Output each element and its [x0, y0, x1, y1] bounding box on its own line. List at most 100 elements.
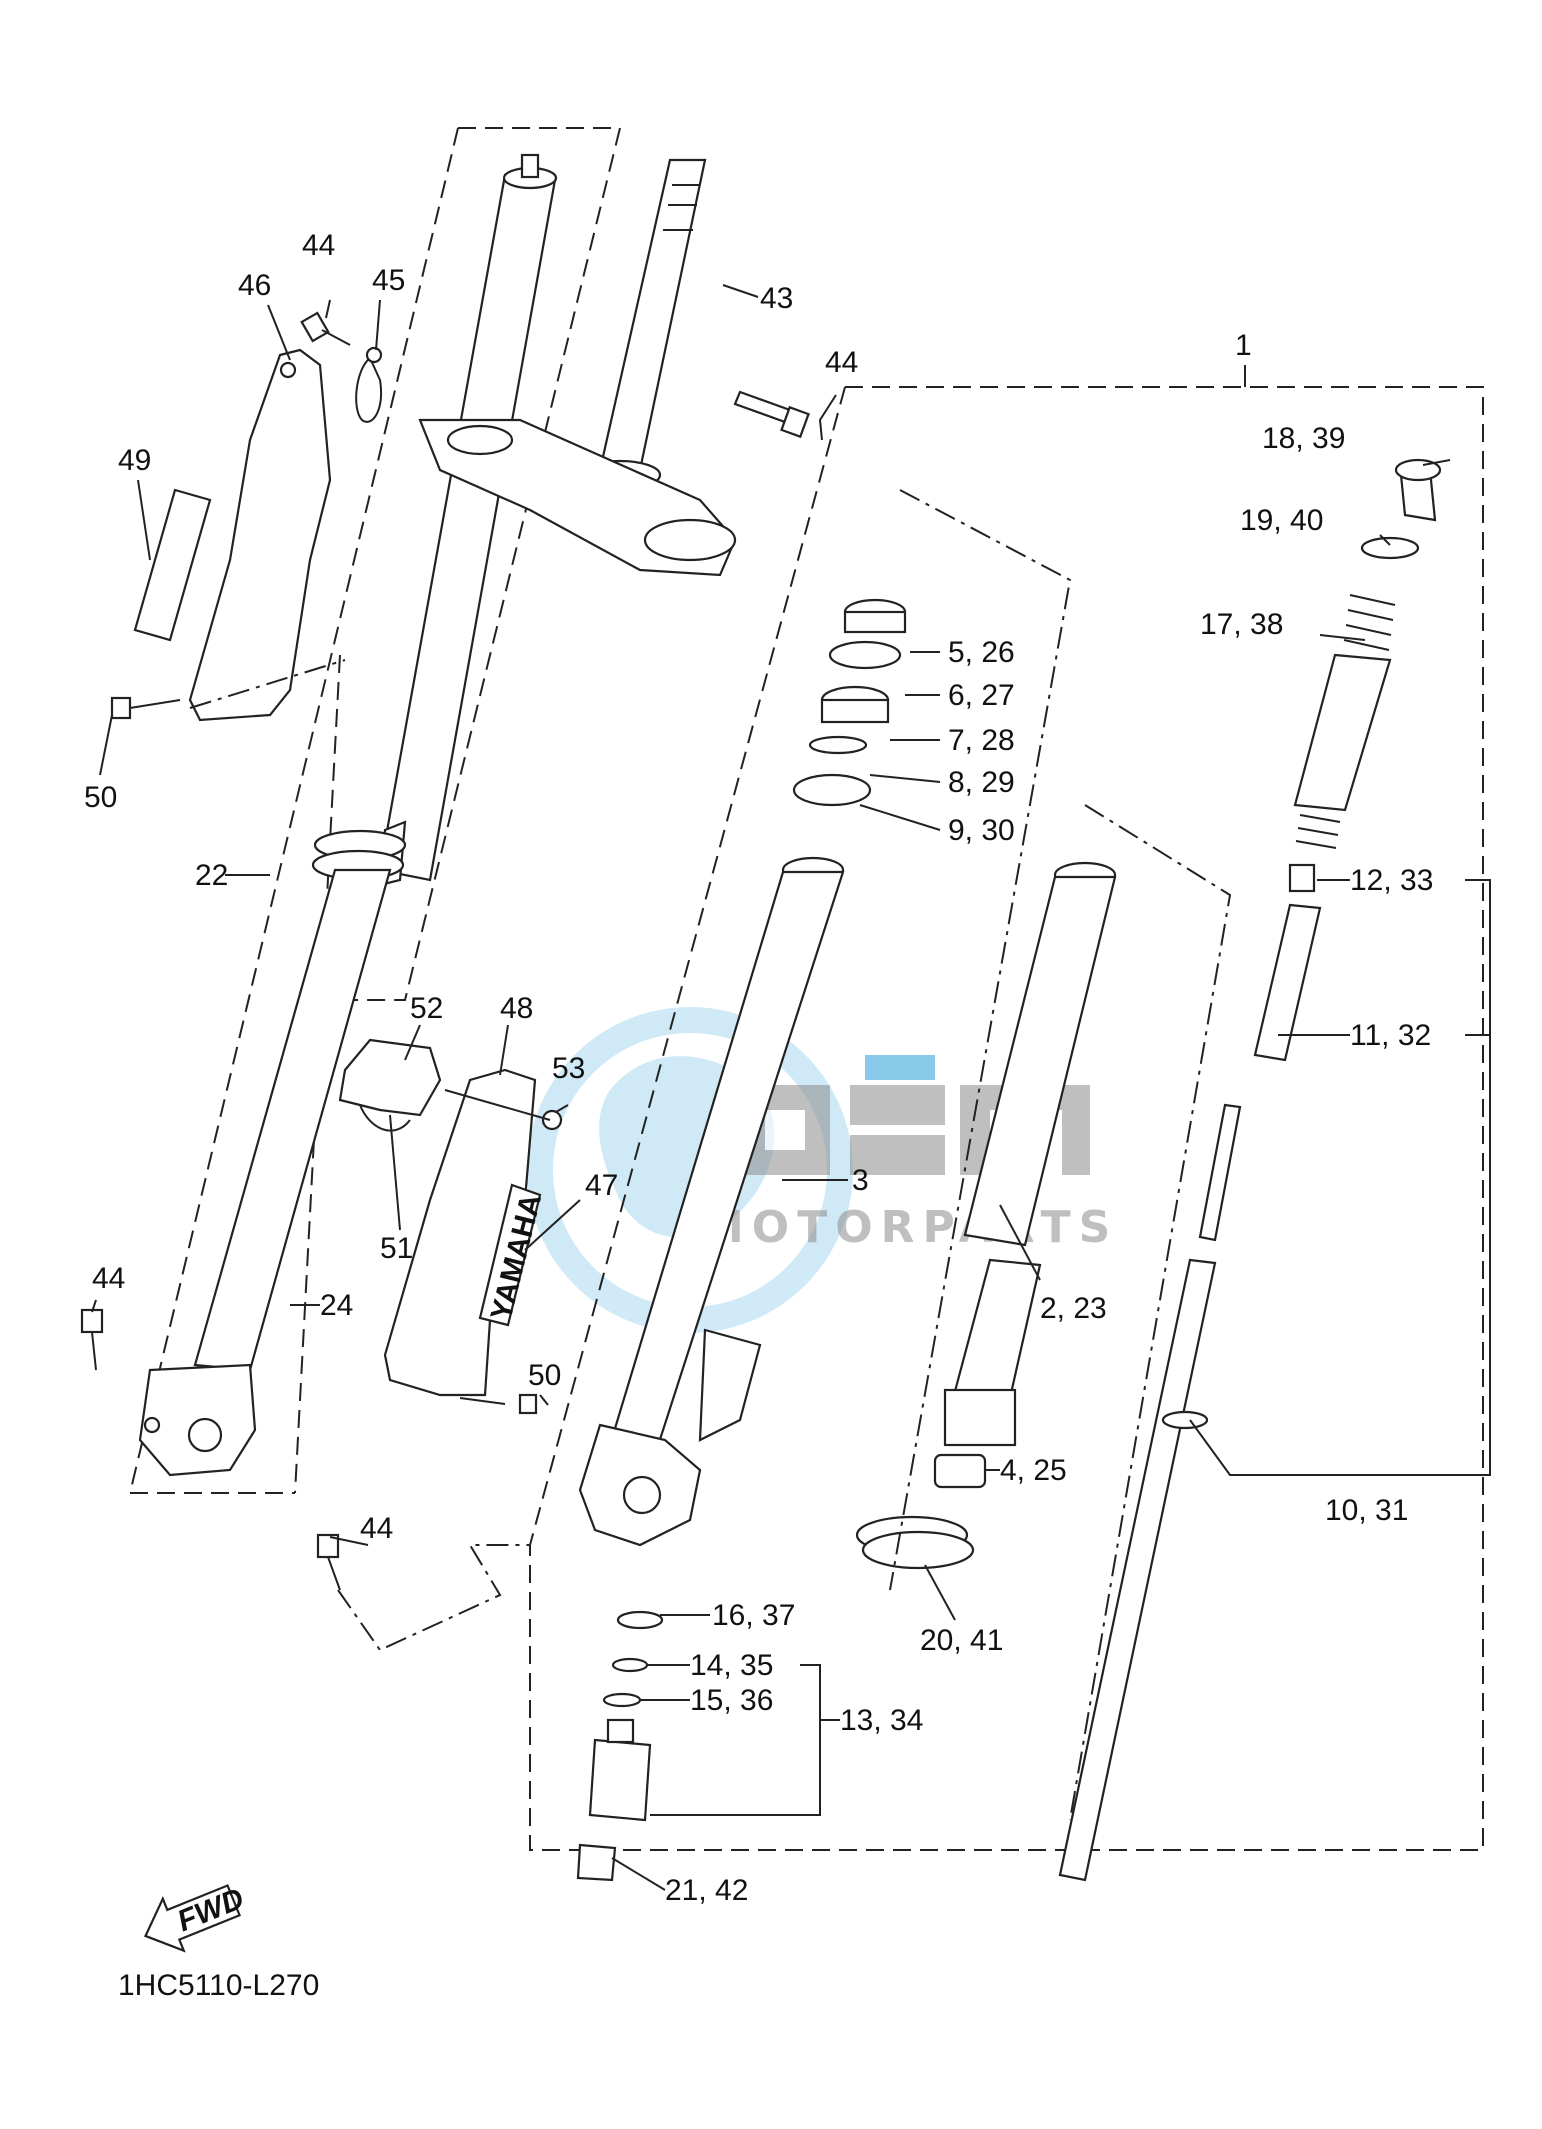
guard-leader-dashdot [189, 659, 346, 709]
leader-lines [91, 284, 1491, 1891]
leader-44b [818, 394, 837, 441]
leader-17 [1319, 634, 1366, 641]
spring-lower [1295, 814, 1341, 849]
bushing-slider [943, 1388, 1017, 1447]
part-11 [1253, 903, 1322, 1062]
callout-13: 13, 34 [840, 1704, 923, 1737]
assembly-2-outline [889, 489, 1072, 1591]
leader-47 [524, 1199, 581, 1251]
fwd-arrow: FWD [143, 1882, 249, 1953]
steering-stem-43 [598, 158, 707, 472]
leader-49 [137, 479, 151, 561]
callout-15: 15, 36 [690, 1684, 773, 1717]
leader-44a [325, 299, 331, 319]
part-18-top [1394, 458, 1442, 482]
inner-tube-assembly [855, 861, 1117, 1570]
left-fork-assembly [138, 153, 558, 1477]
leader-52 [404, 1024, 421, 1061]
part-5-body [843, 610, 907, 634]
fork-22-box-left [129, 127, 459, 1494]
part-19-washer [1360, 536, 1420, 560]
callout-5: 5, 26 [948, 636, 1015, 669]
leader-8 [869, 774, 941, 783]
callout-49: 49 [118, 444, 151, 477]
base-valve-assembly [576, 1610, 664, 1882]
bolt-44-left-bottom [80, 1308, 104, 1371]
callout-47: 47 [585, 1169, 618, 1202]
leader-45 [375, 299, 381, 351]
leader-50a [99, 714, 113, 776]
diagram-code: 1HC5110-L270 [118, 1969, 319, 2002]
callout-10: 10, 31 [1325, 1494, 1408, 1527]
callout-50-a: 50 [84, 781, 117, 814]
part-15 [602, 1692, 642, 1708]
decal-49 [133, 488, 212, 642]
callout-17: 17, 38 [1200, 608, 1283, 641]
callout-52: 52 [410, 992, 443, 1025]
part-13-top [606, 1718, 635, 1744]
guide-52 [338, 1038, 442, 1117]
fork-guard-lower: YAMAHA [338, 1038, 563, 1397]
callout-11: 11, 32 [1350, 1019, 1431, 1052]
leader-50b [539, 1394, 549, 1406]
damper-body [1293, 653, 1392, 812]
fork-guard-48 [383, 1068, 537, 1397]
callout-8: 8, 29 [948, 766, 1015, 799]
assembly-10-outline [1069, 804, 1232, 1821]
callout-22: 22 [195, 859, 228, 892]
leader-53 [555, 1104, 569, 1113]
leader-44c [91, 1299, 97, 1313]
callout-12: 12, 33 [1350, 864, 1433, 897]
assembly-1-box-left [529, 386, 846, 1546]
fwd-label: FWD [173, 1882, 249, 1938]
callout-6: 6, 27 [948, 679, 1015, 712]
bolts [80, 311, 810, 1591]
callout-14: 14, 35 [690, 1649, 773, 1682]
steering-stem-assembly [418, 158, 737, 577]
guard-mount-hole [279, 361, 297, 379]
leader-2 [999, 1204, 1041, 1281]
part-17-spring [1343, 594, 1396, 651]
damper-assembly [1058, 458, 1442, 1882]
callout-9: 9, 30 [948, 814, 1015, 847]
caliper-mount [698, 1328, 762, 1442]
callout-44-a: 44 [302, 229, 335, 262]
part-8-clip [808, 735, 868, 755]
leader-48 [499, 1024, 509, 1076]
leader-19 [1379, 534, 1391, 546]
callout-44-b: 44 [825, 346, 858, 379]
callout-44-c: 44 [92, 1262, 125, 1295]
part-7-body [820, 698, 890, 724]
callout-44-d: 44 [360, 1512, 393, 1545]
axle-hole-left [187, 1417, 223, 1453]
axle-hole-right [622, 1475, 662, 1515]
leader-44d [329, 1536, 369, 1546]
bolt-50-upper [110, 696, 181, 720]
leader-46 [267, 304, 291, 361]
callout-3: 3 [852, 1164, 869, 1197]
clamp-bore-right [643, 518, 737, 562]
damper-rod [1198, 1103, 1242, 1242]
part-13-body [588, 1738, 652, 1822]
callout-50-b: 50 [528, 1359, 561, 1392]
fork-cap-nut [520, 153, 540, 179]
callout-19: 19, 40 [1240, 504, 1323, 537]
bolt-44-top-left [300, 311, 351, 346]
yamaha-decal-47 [478, 1183, 542, 1327]
callout-2: 2, 23 [1040, 1292, 1107, 1325]
part-9 [792, 773, 872, 807]
callout-7: 7, 28 [948, 724, 1015, 757]
bracket-13 [650, 1664, 821, 1816]
callout-48: 48 [500, 992, 533, 1025]
guide-51 [359, 1104, 411, 1132]
clip-45 [355, 346, 383, 423]
callout-20: 20, 41 [920, 1624, 1003, 1657]
callout-53: 53 [552, 1052, 585, 1085]
callout-1: 1 [1235, 329, 1252, 362]
bracket-bolt-hole [143, 1416, 161, 1434]
part-12 [1288, 863, 1316, 893]
seal-stack [792, 598, 907, 807]
leader-20 [924, 1564, 956, 1621]
outer-tube-3-assembly [578, 856, 845, 1547]
